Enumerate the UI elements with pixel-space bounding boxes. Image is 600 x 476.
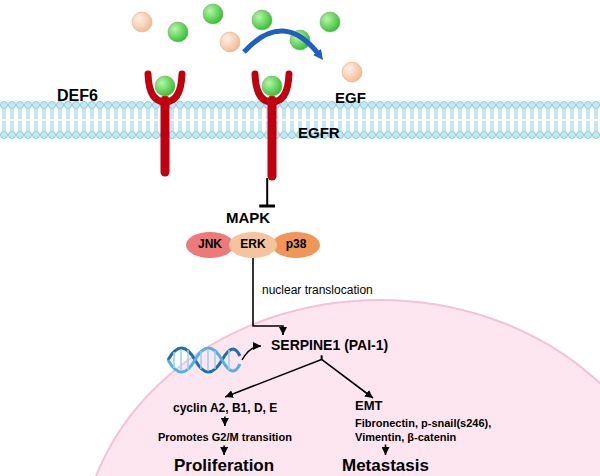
process-text: Promotes G2/M transition bbox=[158, 427, 292, 445]
transcription-arrow bbox=[242, 346, 261, 360]
node-text: Promotes G2/M transition bbox=[158, 431, 292, 443]
gene-label: SERPINE1 (PAI-1) bbox=[271, 336, 388, 354]
kinase-oval: ERK bbox=[229, 232, 277, 258]
arrow-connector bbox=[225, 355, 322, 397]
kinase-group: MAPK bbox=[226, 209, 270, 227]
cell-cycle-text: cyclin A2, B1, D, E bbox=[173, 398, 277, 416]
outcome-text: Metastasis bbox=[342, 456, 429, 476]
node-text: EGFR bbox=[298, 124, 340, 141]
node-text: JNK bbox=[198, 237, 222, 251]
node-detail: Fibronectin, p-snail(s246), Vimentin, β-… bbox=[355, 416, 533, 445]
receptor-label: EGFR bbox=[258, 108, 348, 178]
node-text: p38 bbox=[286, 237, 307, 251]
kinase-oval: JNK bbox=[186, 232, 234, 258]
receptor bbox=[148, 74, 289, 176]
edge-label: nuclear translocation bbox=[262, 283, 373, 297]
node-text: MAPK bbox=[226, 209, 270, 226]
displacement-arrow bbox=[244, 31, 320, 56]
ligand-label: DEF6 bbox=[57, 87, 98, 105]
dna-helix bbox=[168, 348, 240, 372]
ligand-label: EGF bbox=[335, 89, 366, 106]
node-text: SERPINE1 (PAI-1) bbox=[271, 337, 388, 353]
node-text: EMT bbox=[355, 399, 533, 414]
arrow-connector bbox=[223, 445, 225, 455]
nucleus bbox=[80, 300, 600, 476]
inhibition-connector bbox=[266, 178, 268, 206]
node-text: ERK bbox=[240, 237, 265, 251]
kinase-oval: p38 bbox=[272, 232, 320, 258]
emt-markers: EMT Fibronectin, p-snail(s246), Vimentin,… bbox=[355, 399, 533, 445]
node-text: cyclin A2, B1, D, E bbox=[173, 401, 277, 415]
arrow-connector bbox=[385, 445, 387, 456]
arrow-connector bbox=[322, 355, 373, 398]
ligand bbox=[132, 4, 362, 96]
arrow-connector bbox=[224, 416, 226, 426]
node-text: Metastasis bbox=[342, 456, 429, 475]
outcome-text: Proliferation bbox=[174, 456, 274, 476]
node-text: Proliferation bbox=[174, 456, 274, 475]
